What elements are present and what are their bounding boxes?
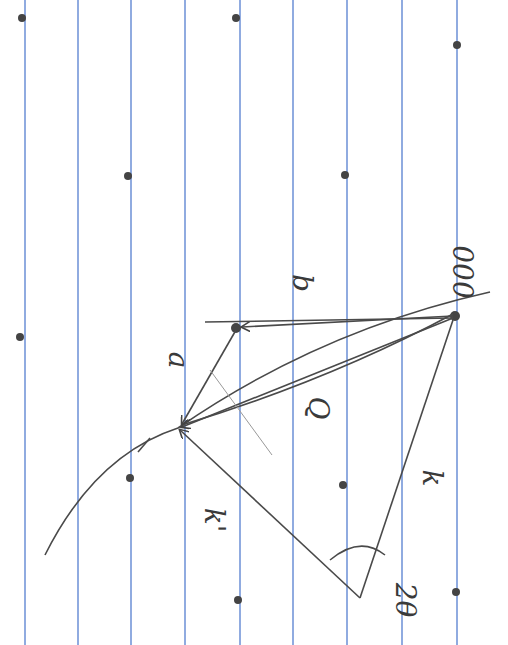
vector-label: a bbox=[164, 352, 192, 369]
ruled-lines bbox=[25, 0, 457, 645]
wavevector-label: k bbox=[418, 470, 446, 487]
vector-label: b bbox=[288, 274, 316, 292]
angle-label: 2θ bbox=[391, 583, 419, 618]
origin-label: 000 bbox=[448, 245, 476, 298]
wavevector-label: k' bbox=[200, 508, 228, 533]
lattice-points bbox=[16, 14, 461, 604]
scattering-vector-label: Q bbox=[304, 397, 332, 420]
pencil-lines bbox=[45, 292, 490, 598]
